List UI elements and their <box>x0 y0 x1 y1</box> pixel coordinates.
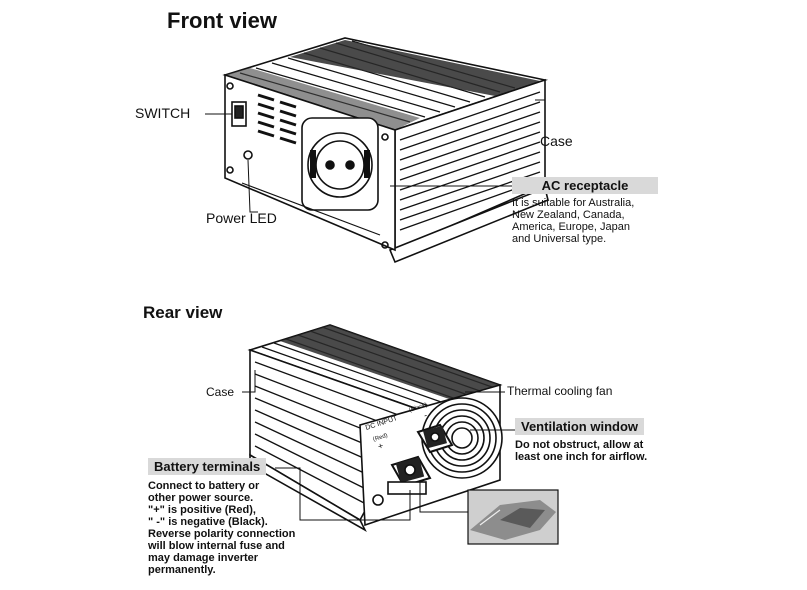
battery-line: other power source. <box>148 492 254 504</box>
front-case-label: Case <box>540 133 573 149</box>
battery-line: permanently. <box>148 564 216 576</box>
ac-receptacle-line: New Zealand, Canada, <box>512 209 625 221</box>
power-led-label: Power LED <box>206 210 277 226</box>
ventilation-heading: Ventilation window <box>515 418 644 435</box>
ac-receptacle-callout: AC receptacle It is suitable for Austral… <box>512 177 658 245</box>
front-leader-lines <box>205 99 546 213</box>
switch-label: SWITCH <box>135 105 191 121</box>
ventilation-callout: Ventilation window Do not obstruct, allo… <box>515 418 675 463</box>
thermal-fan-label: Thermal cooling fan <box>507 384 613 398</box>
front-view-title: Front view <box>167 8 278 33</box>
rear-view-title: Rear view <box>143 303 223 322</box>
ventilation-line: least one inch for airflow. <box>515 451 648 463</box>
battery-terminals-description: Connect to battery or other power source… <box>148 480 323 576</box>
rear-leader-lines <box>242 370 515 521</box>
battery-line: may damage inverter <box>148 552 259 564</box>
battery-line: " -" is negative (Black). <box>148 516 268 528</box>
ac-receptacle-heading: AC receptacle <box>512 177 658 194</box>
rear-inverter-drawing <box>247 324 503 532</box>
ventilation-description: Do not obstruct, allow at least one inch… <box>515 439 675 463</box>
battery-line: "+" is positive (Red), <box>148 504 256 516</box>
ac-receptacle-line: America, Europe, Japan <box>512 221 631 233</box>
ac-receptacle-description: It is suitable for Australia, New Zealan… <box>512 197 658 245</box>
front-inverter-drawing <box>222 37 549 264</box>
battery-line: Connect to battery or <box>148 480 260 492</box>
battery-terminals-callout: Battery terminals Connect to battery or … <box>148 458 323 576</box>
inset-photo <box>467 489 559 545</box>
battery-line: will blow internal fuse and <box>148 540 285 552</box>
ventilation-line: Do not obstruct, allow at <box>515 439 644 451</box>
ac-receptacle-line: It is suitable for Australia, <box>512 197 635 209</box>
ac-receptacle-line: and Universal type. <box>512 233 607 245</box>
rear-case-label: Case <box>206 385 235 399</box>
battery-terminals-heading: Battery terminals <box>148 458 267 475</box>
battery-line: Reverse polarity connection <box>148 528 296 540</box>
